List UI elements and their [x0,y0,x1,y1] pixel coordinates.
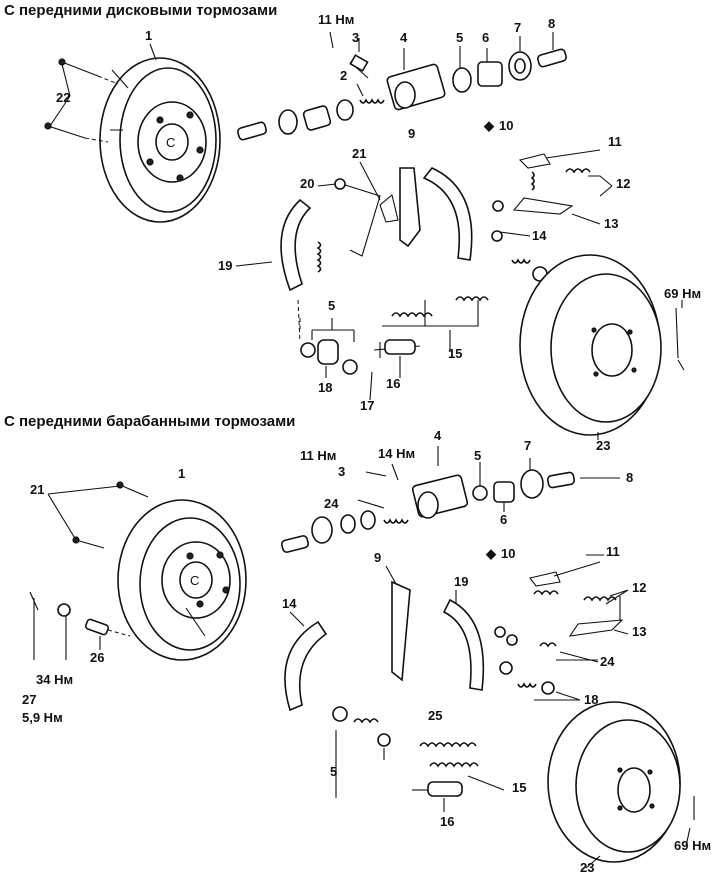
label-top-9: 9 [408,126,415,141]
top-brake-drum [519,254,685,436]
label-bot-13: 13 [632,624,646,639]
svg-text:C: C [190,573,199,588]
label-bot-5b: 5 [330,764,337,779]
top-bolts-22 [44,58,119,143]
label-bot-1: 1 [178,466,185,481]
label-bot-7: 7 [524,438,531,453]
heading-drum-brakes: С передними барабанными тормозами [4,413,296,430]
top-adjuster-pins [297,299,479,375]
label-bot-11: 11 [606,544,620,559]
label-top-23: 23 [596,438,610,453]
label-bot-10: 10 [501,546,515,561]
label-top-1: 1 [145,28,152,43]
label-bot-19: 19 [454,574,468,589]
label-top-2: 2 [340,68,347,83]
label-top-17: 17 [360,398,374,413]
bottom-mounting-parts [29,591,131,660]
label-bot-16: 16 [440,814,454,829]
label-bot-8: 8 [626,470,633,485]
diamond-10-top: ◆ [483,118,495,133]
label-top-3: 3 [352,30,359,45]
label-bot-torque-14: 14 Нм [378,446,415,461]
label-bot-5a: 5 [474,448,481,463]
diamond-10-bot: ◆ [485,546,497,561]
bottom-backing-plate: C [72,481,247,661]
label-top-15: 15 [448,346,462,361]
label-top-6: 6 [482,30,489,45]
label-top-16: 16 [386,376,400,391]
label-top-8: 8 [548,16,555,31]
label-bot-3: 3 [338,464,345,479]
label-bot-torque-3: 11 Нм [300,448,336,463]
label-bot-torque-drum: 69 Нм [674,838,711,853]
label-bot-24a: 24 [324,496,339,511]
label-top-5b: 5 [328,298,335,313]
label-top-20: 20 [300,176,314,191]
label-bot-18: 18 [584,692,598,707]
label-top-10: 10 [499,118,513,133]
label-bot-21: 21 [30,482,44,497]
label-top-22: 22 [56,90,70,105]
label-bot-6: 6 [500,512,507,527]
label-bot-25: 25 [428,708,442,723]
top-wheel-cylinder-parts [237,31,567,141]
svg-text:C: C [166,135,175,150]
bottom-springs [332,554,624,798]
label-top-18: 18 [318,380,332,395]
label-bot-9: 9 [374,550,381,565]
label-top-19: 19 [218,258,232,273]
label-bot-15: 15 [512,780,526,795]
label-bot-torque-34: 34 Нм [36,672,73,687]
label-top-5a: 5 [456,30,463,45]
label-bot-torque-27: 5,9 Нм [22,710,63,725]
label-top-12: 12 [616,176,630,191]
leader-lines [47,43,691,869]
label-bot-4: 4 [434,428,442,443]
label-top-7: 7 [514,20,521,35]
bottom-brake-drum [547,701,695,863]
label-top-21: 21 [352,146,366,161]
label-bot-12: 12 [632,580,646,595]
label-top-13: 13 [604,216,618,231]
label-top-4: 4 [400,30,408,45]
label-top-torque-drum: 69 Нм [664,286,701,301]
label-top-14: 14 [532,228,547,243]
bottom-wheel-cylinder-parts [280,446,620,553]
label-bot-24b: 24 [600,654,615,669]
label-bot-14: 14 [282,596,297,611]
heading-disc-brakes: С передними дисковыми тормозами [4,2,278,19]
label-top-torque-3: 11 Нм [318,12,354,27]
top-backing-plate: C [99,57,221,223]
label-bot-26: 26 [90,650,104,665]
bottom-brake-shoes [284,580,485,712]
top-brake-shoes [280,167,473,292]
label-top-11: 11 [608,134,622,149]
label-bot-27: 27 [22,692,36,707]
